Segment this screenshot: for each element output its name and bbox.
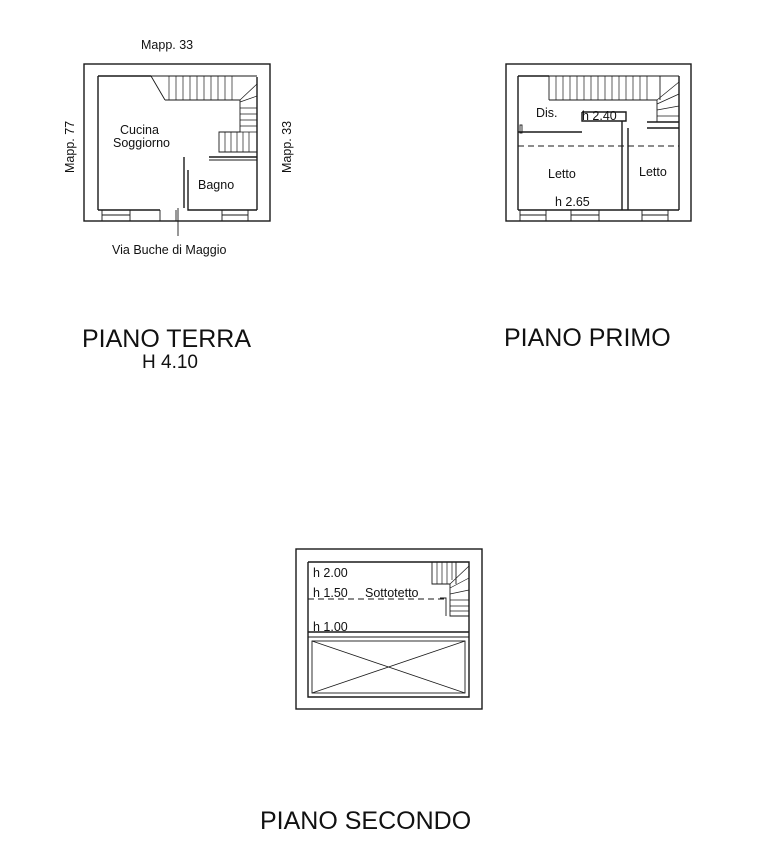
street-label: Via Buche di Maggio — [112, 243, 226, 257]
first-floor-title: PIANO PRIMO — [504, 324, 671, 352]
ground-window-left — [101, 209, 131, 222]
bathroom-label: Bagno — [198, 178, 234, 192]
ground-floor-title: PIANO TERRA — [82, 325, 251, 353]
first-height-lower: h 2.65 — [555, 195, 590, 209]
landing-label: Dis. — [536, 106, 558, 120]
attic-label: Sottotetto — [365, 586, 419, 600]
first-window-2 — [570, 209, 600, 222]
kitchen-label: Cucina — [120, 123, 159, 137]
bedroom-right-label: Letto — [639, 165, 667, 179]
second-void-area — [311, 640, 466, 694]
ground-outer-wall — [83, 63, 271, 222]
second-outer-wall — [295, 548, 483, 710]
ground-floor-height: H 4.10 — [142, 352, 198, 373]
second-floor-plan: h 2.00 h 1.50 Sottotetto h 1.00 PIANO SE… — [260, 548, 483, 835]
first-outer-wall — [505, 63, 692, 222]
ground-floor-plan: Mapp. 33 Mapp. 77 Mapp. 33 Cucina Soggio… — [63, 38, 294, 373]
bedroom-left-label: Letto — [548, 167, 576, 181]
ground-neighbor-left: Mapp. 77 — [63, 121, 77, 173]
void-cross-line-2 — [311, 640, 466, 694]
first-window-3 — [641, 209, 669, 222]
ground-window-right — [221, 209, 249, 222]
first-corridor-wall — [581, 111, 627, 122]
first-window-1 — [519, 209, 547, 222]
second-height-middle: h 1.50 — [313, 586, 348, 600]
first-height-upper: h 2.40 — [582, 109, 617, 123]
ground-neighbor-right: Mapp. 33 — [280, 121, 294, 173]
living-room-label: Soggiorno — [113, 136, 170, 150]
second-height-bottom: h 1.00 — [313, 620, 348, 634]
ground-staircase — [150, 75, 258, 153]
first-floor-plan: Dis. h 2.40 Letto Letto h 2.65 PIANO PRI… — [504, 63, 692, 352]
second-height-top: h 2.00 — [313, 566, 348, 580]
second-inner-wall — [307, 561, 470, 698]
second-floor-title: PIANO SECONDO — [260, 807, 471, 835]
second-staircase — [431, 562, 470, 617]
ground-neighbor-top: Mapp. 33 — [141, 38, 193, 52]
